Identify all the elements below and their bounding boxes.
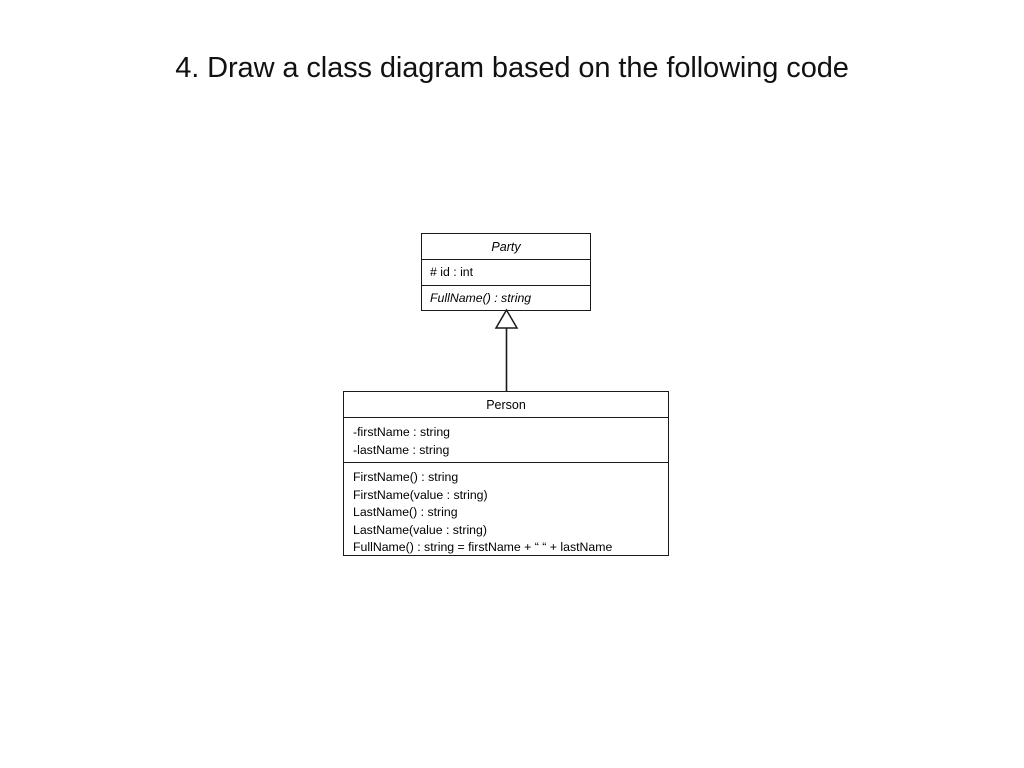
uml-operation-person-firstname-getter: FirstName() : string bbox=[353, 470, 459, 484]
uml-operation-list-party: FullName() : string bbox=[422, 286, 590, 312]
uml-class-party[interactable]: Party # id : int FullName() : string bbox=[421, 233, 591, 311]
uml-attribute-list-party: # id : int bbox=[422, 260, 590, 286]
uml-attributes-compartment-person: -firstName : string -lastName : string bbox=[344, 418, 668, 463]
uml-operations-compartment-party: FullName() : string bbox=[422, 286, 590, 312]
uml-attribute-list-person: -firstName : string -lastName : string bbox=[344, 418, 668, 465]
uml-class-person[interactable]: Person -firstName : string -lastName : s… bbox=[343, 391, 669, 556]
uml-operation-person-firstname-setter: FirstName(value : string) bbox=[353, 487, 488, 502]
uml-attribute-party-id: # id : int bbox=[430, 265, 474, 279]
uml-class-name-compartment-person: Person bbox=[344, 392, 668, 418]
uml-class-name-person: Person bbox=[486, 398, 526, 412]
uml-class-name-party: Party bbox=[491, 240, 521, 254]
uml-attribute-person-firstname: -firstName : string bbox=[353, 425, 451, 439]
uml-attributes-compartment-party: # id : int bbox=[422, 260, 590, 286]
uml-operation-person-lastname-getter: LastName() : string bbox=[353, 505, 458, 519]
generalization-connector-person-to-party bbox=[494, 308, 519, 392]
uml-attribute-person-lastname: -lastName : string bbox=[353, 442, 450, 457]
uml-operation-party-fullname: FullName() : string bbox=[430, 291, 532, 305]
page-title: 4. Draw a class diagram based on the fol… bbox=[175, 52, 849, 84]
uml-operations-compartment-person: FirstName() : string FirstName(value : s… bbox=[344, 463, 668, 557]
generalization-hollow-triangle-icon bbox=[494, 308, 519, 329]
uml-operation-person-fullname: FullName() : string = firstName + “ “ + … bbox=[353, 540, 613, 554]
uml-class-name-compartment-party: Party bbox=[422, 234, 590, 260]
uml-operation-person-lastname-setter: LastName(value : string) bbox=[353, 522, 487, 537]
uml-operation-list-person: FirstName() : string FirstName(value : s… bbox=[344, 463, 668, 563]
